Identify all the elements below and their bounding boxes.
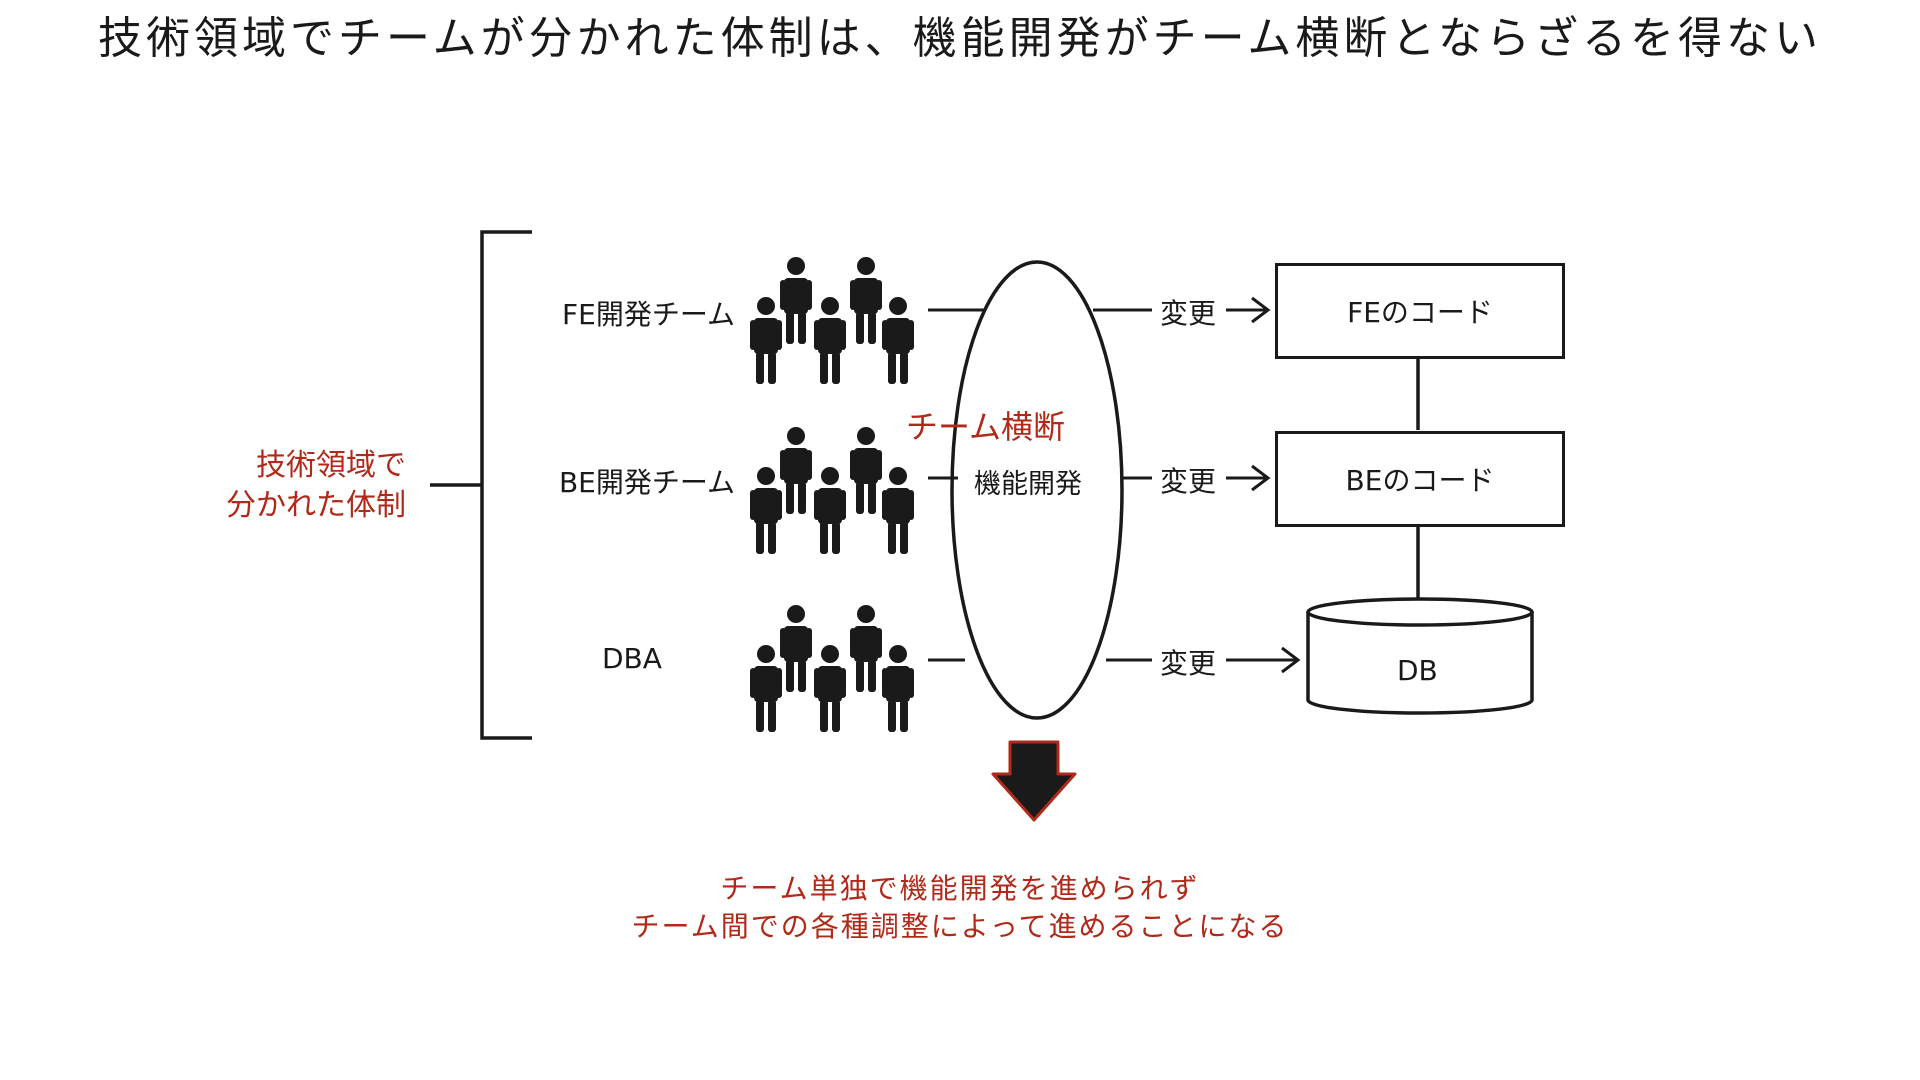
bottom-note: チーム単独で機能開発を進められず チーム間での各種調整によって進めることになる	[560, 870, 1360, 946]
team-label-fe: FE開発チーム	[562, 298, 735, 331]
be-code-box: BEのコード	[1275, 431, 1565, 527]
be-code-label: BEのコード	[1345, 464, 1495, 497]
team-label-dba: DBA	[602, 642, 662, 675]
fe-code-label: FEのコード	[1347, 296, 1493, 329]
change-label-be: 変更	[1160, 465, 1217, 498]
left-label-line2: 分かれた体制	[226, 488, 406, 523]
team-label-be: BE開発チーム	[558, 466, 735, 499]
fe-change-arrow	[1226, 296, 1271, 324]
bottom-note-line1: チーム単独で機能開発を進められず	[720, 872, 1200, 905]
fe-code-box: FEのコード	[1275, 263, 1565, 359]
left-label: 技術領域で 分かれた体制	[186, 446, 406, 526]
db-label: DB	[1397, 654, 1438, 687]
cross-team-ellipse	[950, 260, 1124, 720]
feature-dev-label: 機能開発	[974, 469, 1082, 500]
change-label-db: 変更	[1160, 647, 1217, 680]
db-cylinder-icon	[1306, 597, 1534, 715]
change-label-fe: 変更	[1160, 297, 1217, 330]
bottom-note-line2: チーム間での各種調整によって進めることになる	[631, 910, 1289, 943]
fe-team-people-icon	[750, 257, 914, 384]
result-down-arrow	[991, 740, 1077, 822]
left-label-line1: 技術領域で	[256, 448, 406, 483]
db-change-arrow	[1226, 646, 1301, 674]
page-title: 技術領域でチームが分かれた体制は、機能開発がチーム横断とならざるを得ない	[97, 13, 1823, 64]
cross-team-label: チーム横断	[906, 408, 1066, 446]
be-change-arrow	[1226, 464, 1271, 492]
be-team-people-icon	[750, 427, 914, 554]
dba-team-people-icon	[750, 605, 914, 732]
